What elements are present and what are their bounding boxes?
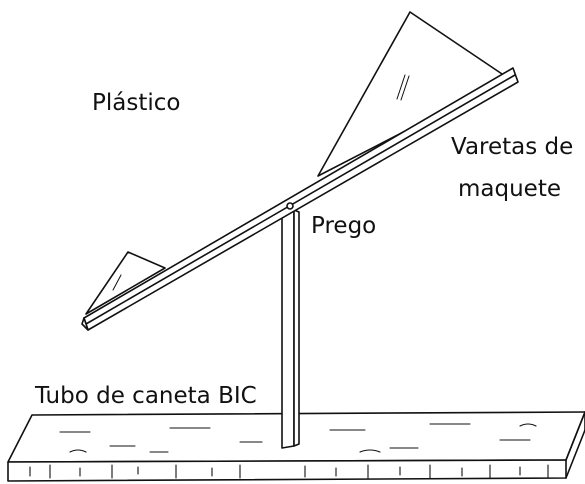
rod-beam [81,67,519,331]
label-nail: Prego [311,213,377,239]
label-rods-line1: Varetas de [451,134,574,160]
small-plastic-sail [85,251,166,315]
label-rods-line2: maquete [458,176,561,202]
label-plastic: Plástico [92,90,181,116]
pen-tube-post [281,209,300,449]
nail-icon [286,202,294,210]
label-pen-tube: Tubo de caneta BIC [35,383,257,409]
